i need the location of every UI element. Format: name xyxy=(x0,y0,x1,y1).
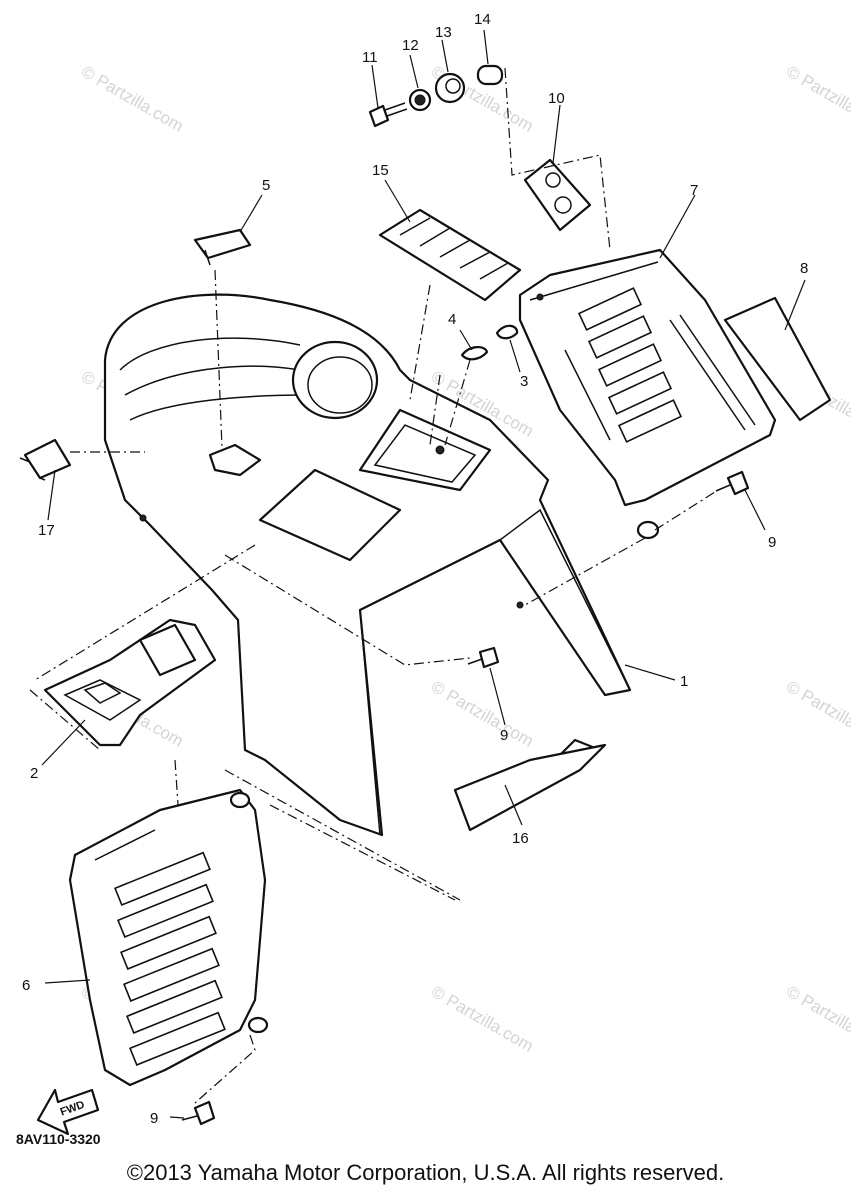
part-15-plate xyxy=(378,208,522,302)
callout-1: 1 xyxy=(680,673,688,690)
part-8-panel xyxy=(723,296,832,422)
callout-6: 6 xyxy=(22,977,30,994)
callout-3: 3 xyxy=(520,373,528,390)
part-7-right-grille xyxy=(518,248,777,540)
watermark: © Partzilla.com xyxy=(78,62,187,136)
callout-9: 9 xyxy=(150,1110,158,1127)
part-2-switch-bracket xyxy=(43,618,217,747)
callout-9: 9 xyxy=(768,534,776,551)
watermark: © Partzilla.com xyxy=(428,677,537,751)
callout-14: 14 xyxy=(474,11,491,28)
callouts: 1 2 3 4 5 6 7 8 9 9 9 10 11 12 13 14 15 … xyxy=(22,11,808,1127)
part-9-bolts xyxy=(181,470,750,1126)
callout-16: 16 xyxy=(512,830,529,847)
part-17-bracket xyxy=(19,438,72,481)
callout-4: 4 xyxy=(448,311,456,328)
watermark: © Partzilla.com xyxy=(783,677,851,751)
callout-11: 11 xyxy=(362,49,378,66)
callout-2: 2 xyxy=(30,765,38,782)
part-6-lower-grille xyxy=(68,788,269,1087)
diagram-code: 8AV110-3320 xyxy=(16,1131,101,1147)
part-3-4-clips xyxy=(460,324,519,361)
part-11-14-hardware xyxy=(368,64,504,128)
callout-8: 8 xyxy=(800,260,808,277)
part-5-clip xyxy=(193,228,252,266)
callout-10: 10 xyxy=(548,90,565,107)
copyright-footer: ©2013 Yamaha Motor Corporation, U.S.A. A… xyxy=(126,1160,725,1185)
callout-17: 17 xyxy=(38,522,55,539)
callout-9: 9 xyxy=(500,727,508,744)
fwd-arrow-icon: FWD xyxy=(36,1088,100,1136)
leader-lines xyxy=(29,29,806,1119)
part-16-trim xyxy=(453,738,607,832)
callout-7: 7 xyxy=(690,182,698,199)
watermark: © Partzilla.com xyxy=(783,982,851,1056)
callout-15: 15 xyxy=(372,162,389,179)
watermark: © Partzilla.com xyxy=(428,982,537,1056)
callout-13: 13 xyxy=(435,24,452,41)
part-1-main-cover xyxy=(103,293,632,837)
callout-12: 12 xyxy=(402,37,419,54)
watermark: © Partzilla.com xyxy=(783,62,851,136)
part-10-bracket xyxy=(523,158,592,232)
callout-5: 5 xyxy=(262,177,270,194)
